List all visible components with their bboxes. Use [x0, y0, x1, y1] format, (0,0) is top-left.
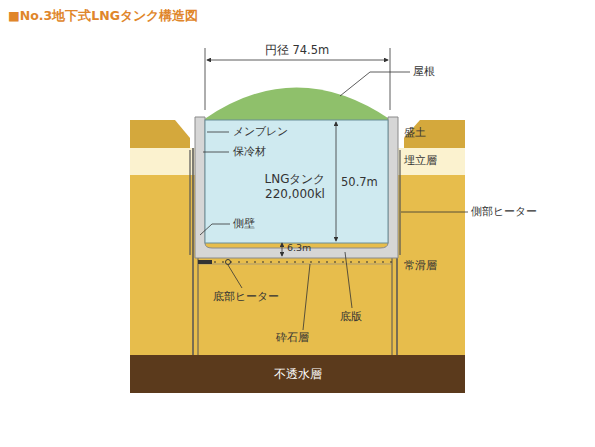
- part-name: 底版: [340, 310, 362, 323]
- dimension: 6.3m: [287, 242, 311, 253]
- part-name: メンブレン: [233, 125, 288, 138]
- node-text: LNGタンク 220,000kl: [250, 172, 340, 202]
- dimension: 50.7m: [341, 176, 378, 190]
- diagram-title: ■No.3地下式LNGタンク構造図: [8, 8, 198, 23]
- part-name: 屋根: [413, 65, 435, 78]
- layer-name: 常滑層: [404, 259, 437, 272]
- layer-name: 埋立層: [404, 154, 437, 167]
- node-text: 不透水層: [130, 367, 465, 382]
- part-name: 保冷材: [233, 145, 266, 158]
- layer-name: 砕石層: [276, 331, 309, 344]
- impermeable-layer: 不透水層: [130, 355, 465, 393]
- dimension: 円径 74.5m: [263, 44, 331, 58]
- part-name: 側壁: [233, 217, 255, 230]
- part-name: 底部ヒーター: [213, 290, 279, 303]
- layer-name: 盛土: [404, 126, 426, 139]
- part-name: 側部ヒーター: [471, 205, 537, 218]
